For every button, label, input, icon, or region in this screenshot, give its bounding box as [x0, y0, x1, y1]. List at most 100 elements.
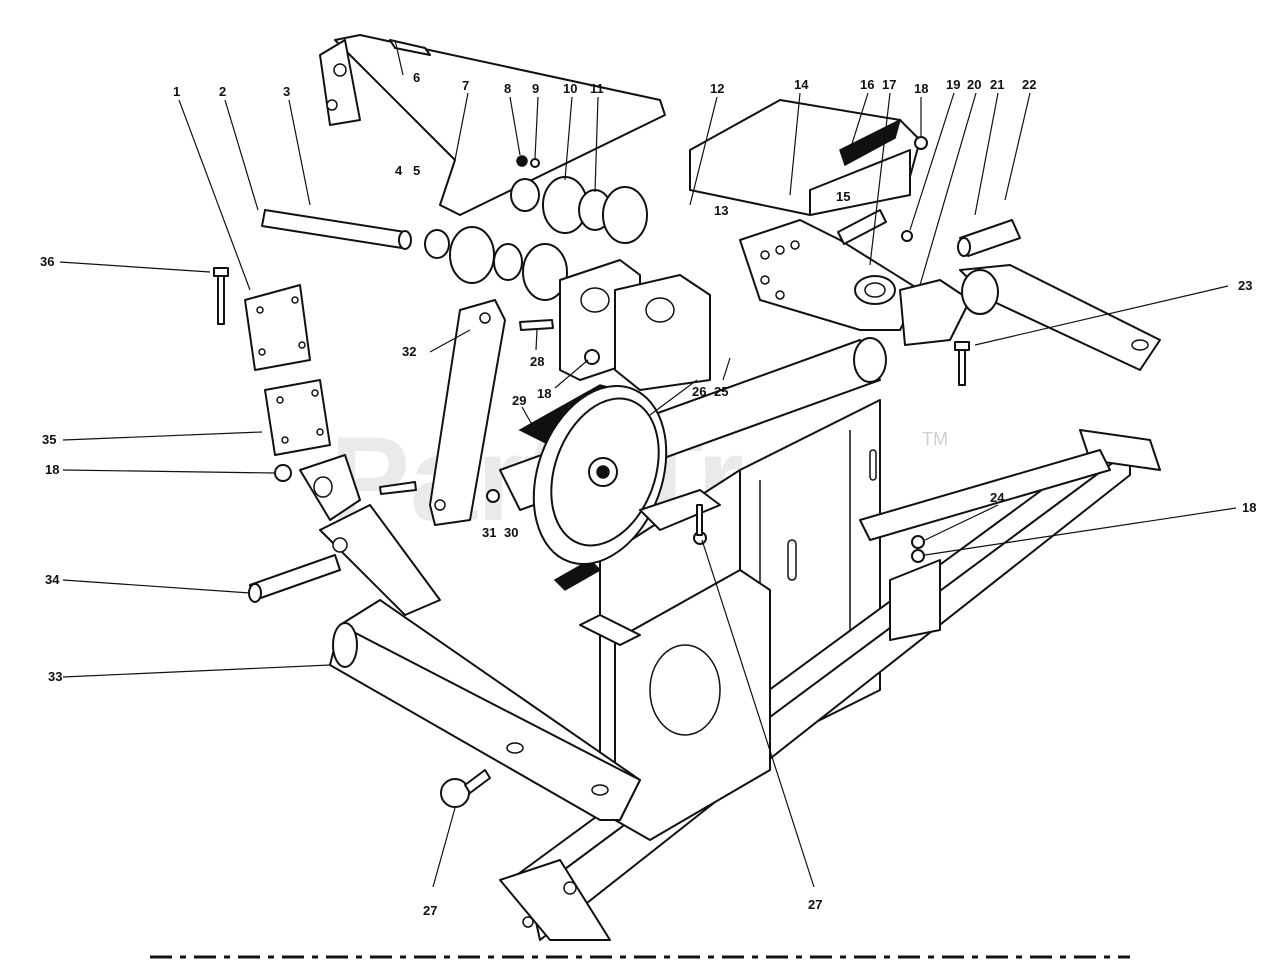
flange-plate-right [522, 243, 568, 301]
nut-18-top [914, 136, 928, 150]
washer-31 [486, 489, 500, 503]
bearing-left [493, 243, 523, 281]
callout-25: 25 [714, 384, 728, 399]
callout-19: 19 [946, 77, 960, 92]
callout-18-right: 18 [1242, 500, 1256, 515]
left-knuckle [248, 454, 441, 616]
callout-34: 34 [45, 572, 60, 587]
callout-24: 24 [990, 490, 1005, 505]
callout-9: 9 [532, 81, 539, 96]
pivot-tube-end [853, 337, 887, 383]
pin-15 [837, 209, 887, 245]
callout-15: 15 [836, 189, 850, 204]
screw-19 [901, 230, 913, 242]
callout-6: 6 [413, 70, 420, 85]
callout-27-right: 27 [808, 897, 822, 912]
axle-tube-end [332, 622, 358, 668]
bolt-36-head [213, 267, 229, 277]
mounting-plates [213, 267, 331, 456]
callout-3: 3 [283, 84, 290, 99]
callout-20: 20 [967, 77, 981, 92]
callout-8: 8 [504, 81, 511, 96]
drive-shaft [261, 209, 406, 249]
pin-6 [389, 39, 431, 56]
callout-36: 36 [40, 254, 54, 269]
pulley-bore [596, 465, 610, 479]
support-tab [579, 614, 641, 646]
callout-13: 13 [714, 203, 728, 218]
callout-35: 35 [42, 432, 56, 447]
callout-4: 4 [395, 163, 403, 178]
callout-18-center: 18 [537, 386, 551, 401]
guard-flange [809, 149, 911, 216]
callout-26: 26 [692, 384, 706, 399]
pulley-bracket [639, 489, 721, 531]
idler-arm-body [429, 299, 506, 526]
bearing-9 [510, 178, 540, 212]
watermark-trademark: TM [922, 429, 948, 449]
flange-plate-left [449, 226, 495, 284]
callout-18-top: 18 [914, 81, 928, 96]
nut-18-center [584, 349, 600, 365]
bolt-23-head [954, 341, 970, 351]
pin-28 [519, 319, 554, 331]
plate-1 [244, 284, 311, 371]
hardware [440, 136, 1021, 808]
callout-30: 30 [504, 525, 518, 540]
callout-labels: 1 2 3 4 5 6 7 8 9 10 11 12 13 14 15 16 1… [40, 70, 1256, 918]
callout-16: 16 [860, 77, 874, 92]
leader-lines [59, 39, 1237, 888]
pivot-arm-plate [739, 219, 921, 331]
pivot-arm-boss [899, 279, 971, 346]
cross-block [889, 559, 941, 641]
rear-arm-bushing [961, 269, 999, 315]
callout-12: 12 [710, 81, 724, 96]
callout-2: 2 [219, 84, 226, 99]
callout-28: 28 [530, 354, 544, 369]
main-frame [499, 399, 1161, 941]
carriage-bolt-27 [440, 778, 470, 808]
spindle-bracket [319, 504, 441, 616]
bolt-27-right-shank [696, 504, 703, 536]
pulley-assembly [518, 384, 721, 591]
upper-lift-arm [319, 34, 666, 216]
v-belt-lower [553, 559, 602, 591]
callout-1: 1 [173, 84, 180, 99]
callout-29: 29 [512, 393, 526, 408]
axle-tube-underside [329, 624, 641, 821]
plate-35 [264, 379, 331, 456]
carriage-bolt-27-shank [464, 769, 491, 794]
nut-8 [516, 155, 528, 167]
bearing-5 [424, 229, 450, 259]
callout-7: 7 [462, 78, 469, 93]
lift-arm-body [334, 34, 666, 216]
callout-33: 33 [48, 669, 62, 684]
belt-guard [689, 99, 921, 216]
callout-32: 32 [402, 344, 416, 359]
callout-11: 11 [590, 81, 604, 96]
callout-27-bottom: 27 [423, 903, 437, 918]
bolt-36-shank [217, 275, 225, 325]
pin-left [379, 481, 417, 495]
washer-9 [530, 158, 540, 168]
nut-18-left [274, 464, 292, 482]
callout-5: 5 [413, 163, 420, 178]
rear-pivot-arm [739, 219, 1161, 371]
callout-17: 17 [882, 77, 896, 92]
spindle-pin-34 [249, 554, 341, 601]
callout-14: 14 [794, 77, 809, 92]
torsion-spring [854, 275, 896, 305]
callout-18-left: 18 [45, 462, 59, 477]
front-axle-tube [329, 599, 641, 821]
callout-31: 31 [482, 525, 496, 540]
bolt-23-shank [958, 349, 966, 386]
callout-23: 23 [1238, 278, 1252, 293]
cross-rail [859, 449, 1111, 541]
nut-18-right [911, 549, 925, 563]
drive-shaft-assembly [261, 155, 648, 301]
callout-10: 10 [563, 81, 577, 96]
washer-24 [911, 535, 925, 549]
flange-11b [602, 186, 648, 244]
